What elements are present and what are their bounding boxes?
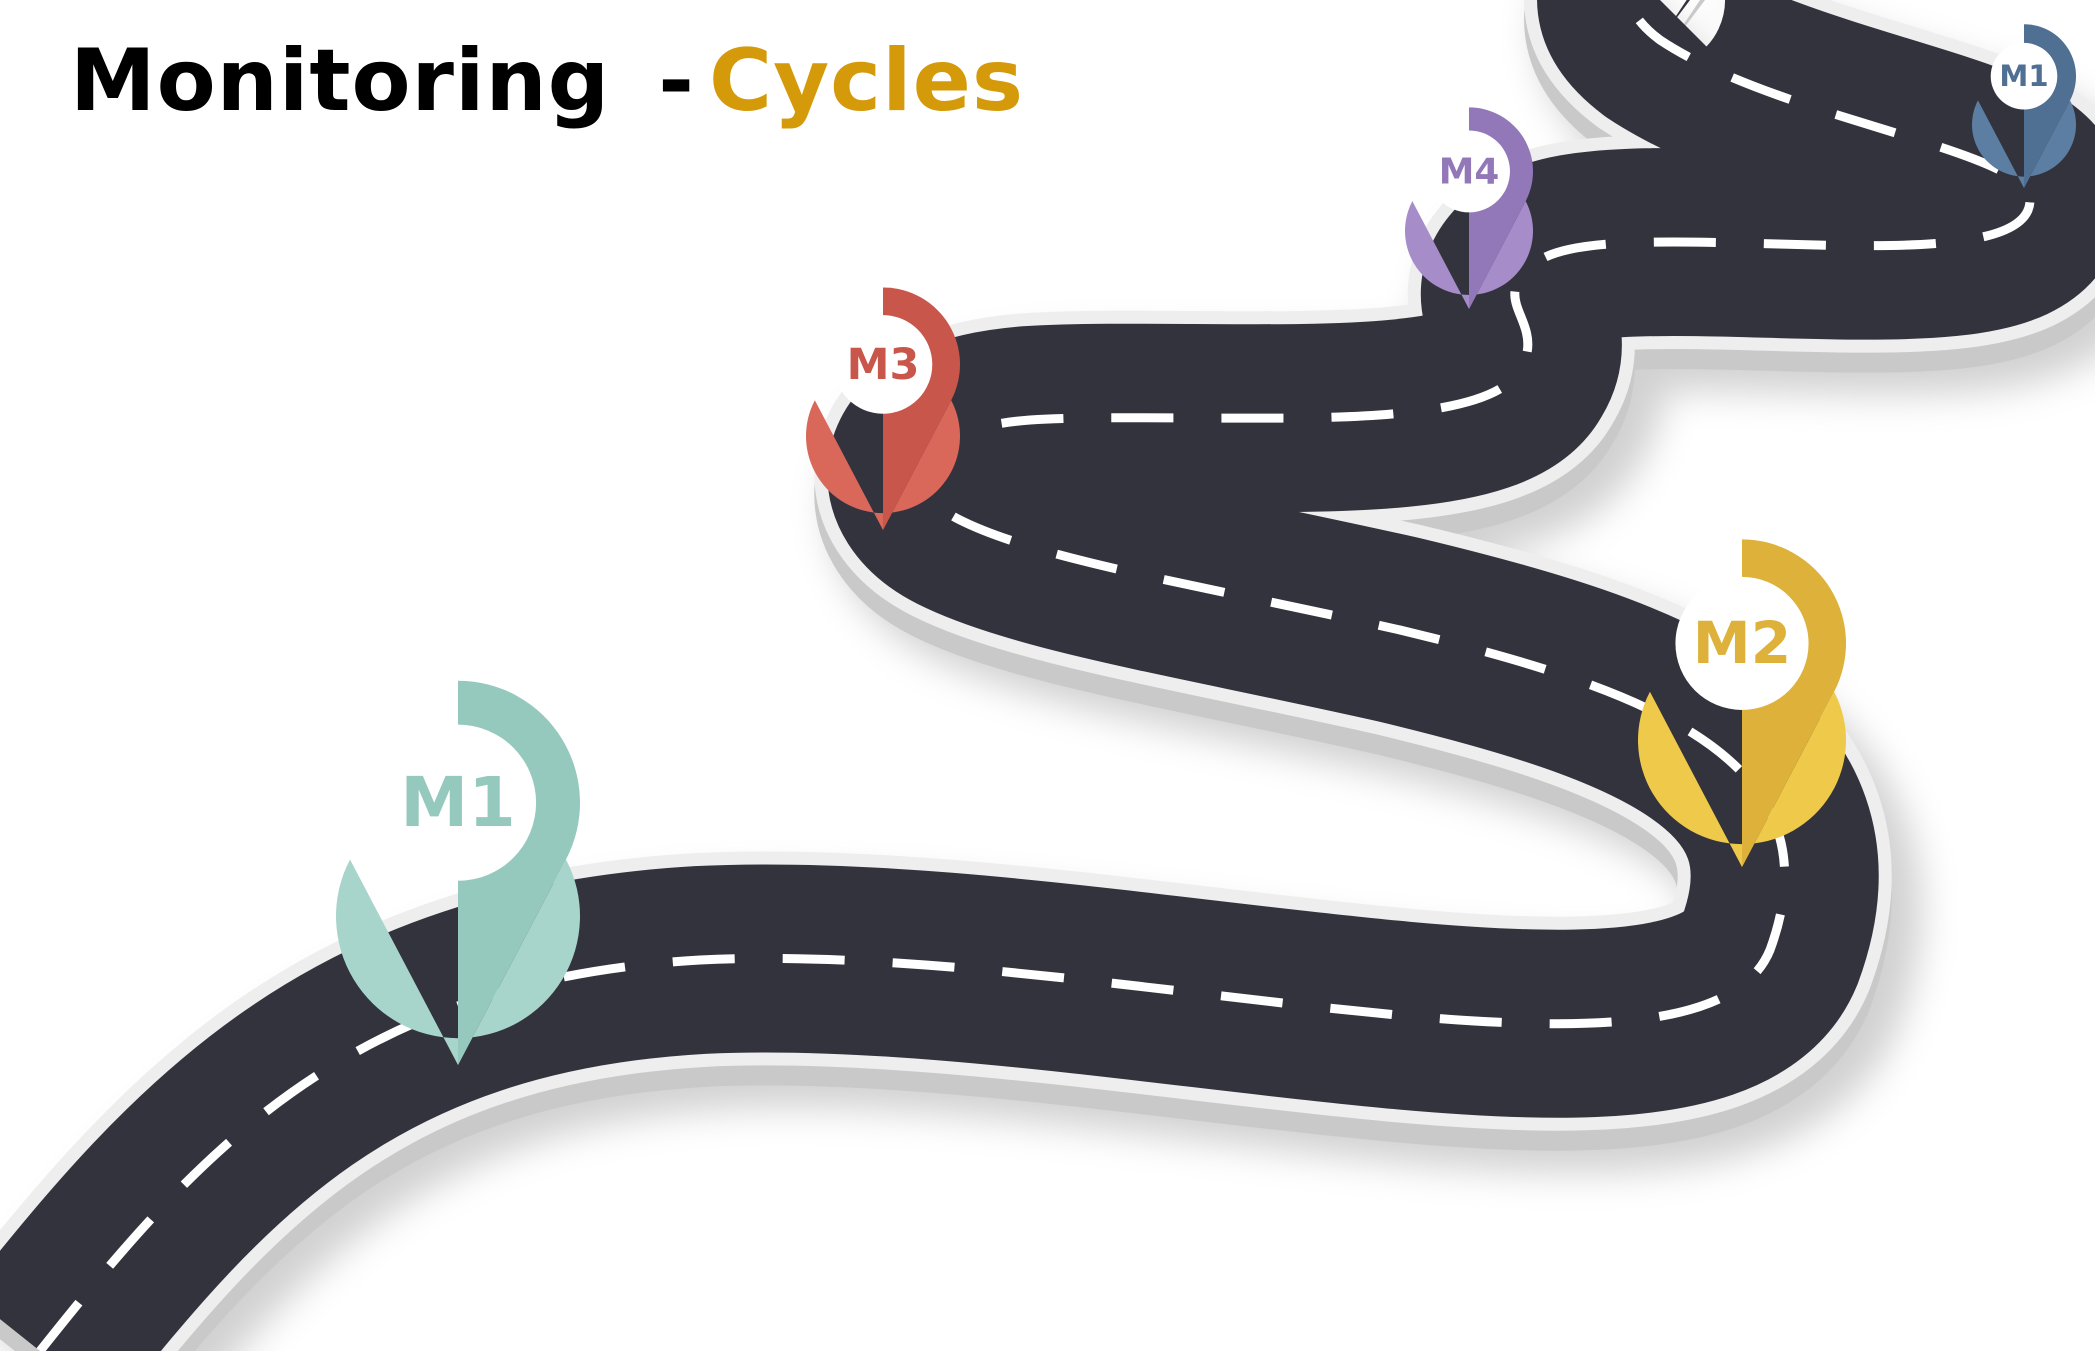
page-title: Monitoring-Cycles <box>70 38 1024 124</box>
map-pin-icon <box>1405 201 1533 309</box>
title-accent: Cycles <box>708 31 1025 131</box>
map-pin-icon <box>335 859 580 1065</box>
map-pin-icon <box>1638 691 1846 867</box>
map-pin-disc <box>1428 130 1510 213</box>
map-pin-disc <box>1675 576 1809 710</box>
map-pin-disc <box>833 315 933 414</box>
milestone-pin: M1 <box>1972 24 2076 189</box>
pin-label: M3 <box>847 340 920 390</box>
road-lane-markings <box>36 0 2035 1351</box>
map-pin-disc <box>1990 42 2058 110</box>
pin-label: M1 <box>1999 59 2048 93</box>
title-separator: - <box>658 31 695 131</box>
title-main: Monitoring <box>70 31 611 131</box>
map-pin-icon <box>805 400 960 530</box>
map-pin-disc <box>379 724 537 881</box>
milestone-pin: M1 <box>335 680 580 1065</box>
pin-label: M4 <box>1439 152 1500 193</box>
pin-label: M2 <box>1693 609 1791 677</box>
milestone-pin: M3 <box>805 287 960 530</box>
pin-label: M1 <box>400 764 516 843</box>
map-pin-icon <box>1972 100 2076 188</box>
milestone-pin: M4 <box>1405 107 1533 310</box>
milestone-pin: M2 <box>1638 539 1846 867</box>
